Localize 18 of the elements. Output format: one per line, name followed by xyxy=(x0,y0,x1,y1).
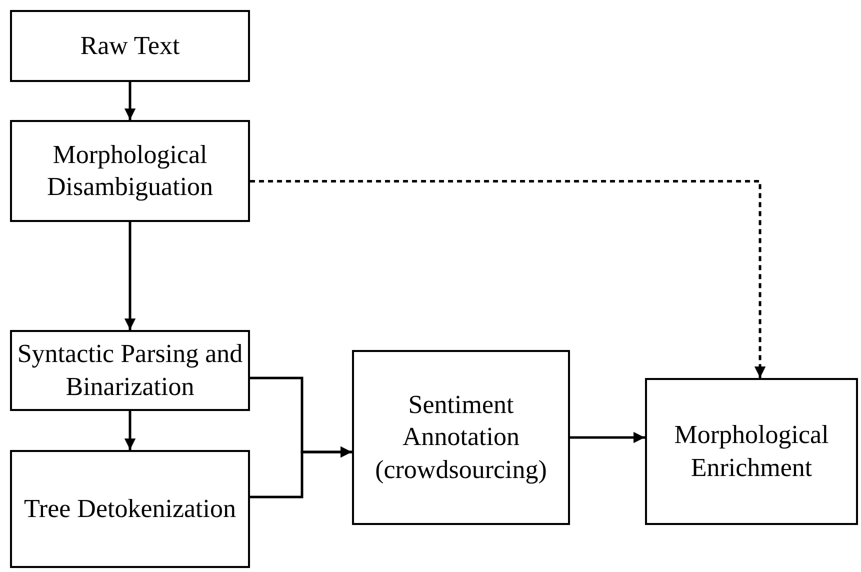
arrow xyxy=(570,432,645,444)
box-label: Morphological Disambiguation xyxy=(46,138,214,203)
box-label: Morphological Enrichment xyxy=(673,419,830,484)
arrow xyxy=(124,411,136,450)
dashed-arrow xyxy=(250,180,766,378)
arrow xyxy=(124,222,136,330)
process-box xyxy=(10,450,250,568)
process-box xyxy=(10,10,250,82)
arrow xyxy=(250,446,352,498)
box-label: Raw Text xyxy=(80,30,180,62)
process-box xyxy=(10,330,250,411)
box-label: Tree Detokenization xyxy=(24,492,236,525)
process-box xyxy=(645,378,858,525)
process-box xyxy=(10,120,250,222)
box-label: Sentiment Annotation (crowdsourcing) xyxy=(374,388,548,486)
process-box xyxy=(352,350,570,525)
arrow xyxy=(124,82,136,120)
box-label: Syntactic Parsing and Binarization xyxy=(16,338,244,402)
